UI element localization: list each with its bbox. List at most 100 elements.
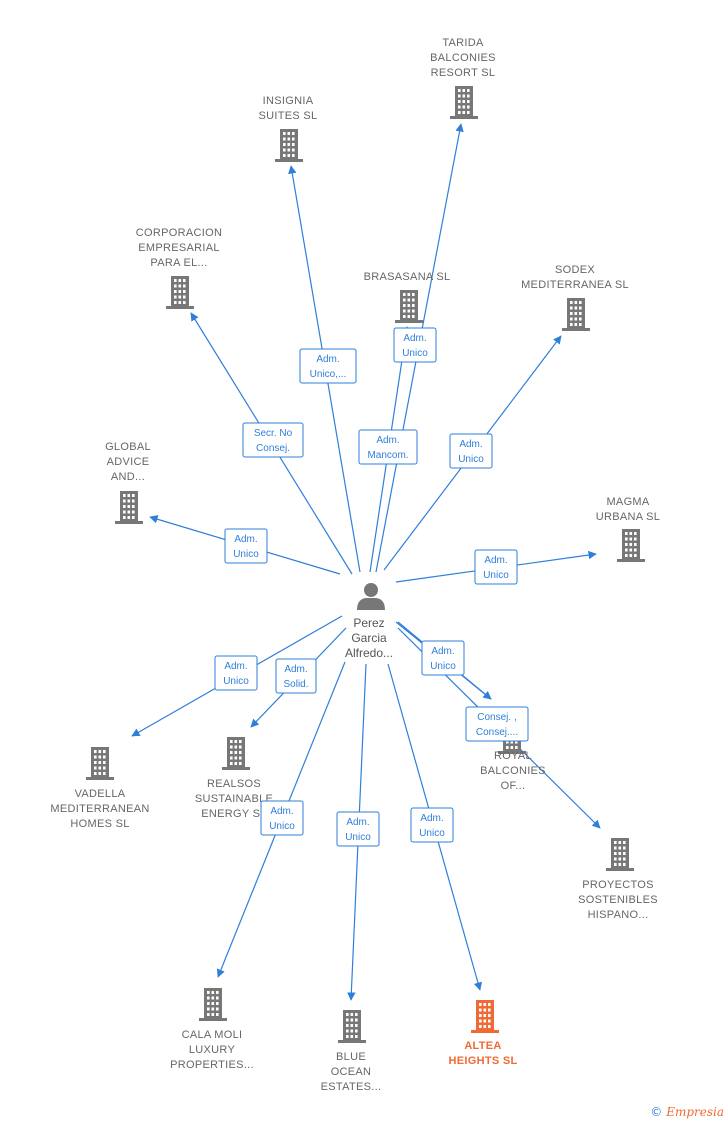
company-label-line: SOSTENIBLES <box>578 894 658 906</box>
company-label-line: URBANA SL <box>596 511 660 523</box>
relation-label-tarida[interactable]: Adm. Unico <box>393 327 437 363</box>
company-label-line: LUXURY <box>189 1044 236 1056</box>
building-icon <box>617 529 645 562</box>
copyright-icon: © <box>650 1105 663 1119</box>
company-label-line: SUSTAINABLE <box>195 793 273 805</box>
relation-label-vadella[interactable]: Adm. Unico <box>214 655 258 691</box>
relation-text: Unico <box>430 661 456 672</box>
building-icon <box>86 747 114 780</box>
company-node-blueocean[interactable]: BLUEOCEANESTATES... <box>321 1010 382 1093</box>
relation-text: Adm. <box>484 555 507 566</box>
building-icon <box>115 491 143 524</box>
relation-text: Unico <box>233 549 259 560</box>
company-node-vadella[interactable]: VADELLA MEDITERRANEAN HOMES SL <box>50 747 149 830</box>
relation-text: Adm. <box>420 813 443 824</box>
building-icon <box>562 298 590 331</box>
relation-label-royal[interactable]: Adm. Unico <box>421 640 465 676</box>
company-node-calamoli[interactable]: CALA MOLILUXURYPROPERTIES... <box>170 988 254 1071</box>
company-label-line: VADELLA <box>75 788 126 800</box>
relation-label-proyectos[interactable]: Consej. , Consej.... <box>465 706 529 742</box>
company-label-line: REALSOS <box>207 778 261 790</box>
relation-label-brasasana[interactable]: Adm.Mancom. <box>358 429 418 465</box>
relation-label-realsos[interactable]: Adm. Solid. <box>275 658 317 694</box>
relation-text: Adm. <box>234 534 257 545</box>
relation-label-magma[interactable]: Adm.Unico <box>474 549 518 585</box>
relation-label-blueocean[interactable]: Adm. Unico <box>336 811 380 847</box>
building-icon <box>275 129 303 162</box>
building-icon <box>199 988 227 1021</box>
building-icon <box>222 737 250 770</box>
relation-text: Unico <box>223 676 249 687</box>
relation-text: Unico,... <box>310 369 347 380</box>
relation-label-sodex[interactable]: Adm. Unico <box>449 433 493 469</box>
company-label-line: BLUE <box>336 1051 366 1063</box>
building-icon <box>606 838 634 871</box>
relation-text: Consej.... <box>476 727 518 738</box>
company-node-magma[interactable]: MAGMA URBANA SL <box>596 496 660 562</box>
company-label-line: BALCONIES <box>480 765 546 777</box>
company-node-realsos[interactable]: REALSOS SUSTAINABLE ENERGY SL <box>195 737 273 820</box>
person-node[interactable]: PerezGarciaAlfredo... <box>345 583 393 660</box>
building-icon <box>395 290 423 323</box>
company-node-altea[interactable]: ALTEA HEIGHTS SL <box>448 1000 517 1067</box>
company-label-line: CALA MOLI <box>182 1029 243 1041</box>
relation-label-altea[interactable]: Adm.Unico <box>410 807 454 843</box>
relation-text: Unico <box>402 348 428 359</box>
person-label-line: Garcia <box>351 631 387 645</box>
company-label-line: HOMES SL <box>70 818 129 830</box>
company-label-line: RESORT SL <box>431 67 496 79</box>
relation-text: Unico <box>269 821 295 832</box>
relation-text: Adm. <box>270 806 293 817</box>
relation-label-insignia[interactable]: Adm. Unico,... <box>299 348 357 384</box>
relation-text: Adm. <box>284 664 307 675</box>
company-label-line: GLOBAL <box>105 441 151 453</box>
company-node-global[interactable]: GLOBALADVICEAND... <box>105 441 151 524</box>
company-label-line: ENERGY SL <box>201 808 266 820</box>
company-label-line: ALTEA <box>464 1040 501 1052</box>
company-label-line: BRASASANA SL <box>364 271 451 283</box>
company-label-line: ADVICE <box>107 456 150 468</box>
relation-label-calamoli[interactable]: Adm. Unico <box>260 800 304 836</box>
company-label-line: INSIGNIA <box>263 95 314 107</box>
company-label-line: OF... <box>501 780 526 792</box>
company-label-line: EMPRESARIAL <box>138 242 220 254</box>
company-label-line: MEDITERRANEAN <box>50 803 149 815</box>
company-label-line: TARIDA <box>442 37 484 49</box>
company-label-line: MAGMA <box>606 496 649 508</box>
building-icon <box>166 276 194 309</box>
relation-text: Consej. , <box>477 712 516 723</box>
building-icon <box>471 1000 499 1033</box>
relation-text: Adm. <box>224 661 247 672</box>
relation-text: Adm. <box>376 435 399 446</box>
company-node-brasasana[interactable]: BRASASANA SL <box>364 271 451 323</box>
relation-label-global[interactable]: Adm. Unico <box>224 528 268 564</box>
company-label-line: MEDITERRANEA SL <box>521 279 629 291</box>
company-node-proyectos[interactable]: PROYECTOSSOSTENIBLESHISPANO... <box>578 838 658 921</box>
relation-text: Unico <box>458 454 484 465</box>
relation-text: Adm. <box>459 439 482 450</box>
relation-text: Adm. <box>431 646 454 657</box>
building-icon <box>338 1010 366 1043</box>
relation-text: Solid. <box>283 679 308 690</box>
brand-logo: Empresia <box>666 1105 724 1119</box>
relation-text: Adm. <box>346 817 369 828</box>
person-label-line: Alfredo... <box>345 646 393 660</box>
company-label-line: HISPANO... <box>588 909 649 921</box>
person-icon <box>357 583 385 610</box>
brand-footer[interactable]: ©Empresia <box>650 1105 724 1119</box>
building-icon <box>450 86 478 119</box>
relation-text: Unico <box>345 832 371 843</box>
company-label-line: ROYAL <box>494 750 532 762</box>
relation-text: Adm. <box>316 354 339 365</box>
relation-text: Consej. <box>256 443 290 454</box>
relation-text: Adm. <box>403 333 426 344</box>
company-label-line: HEIGHTS SL <box>448 1055 517 1067</box>
company-label-line: CORPORACION <box>136 227 222 239</box>
person-label-line: Perez <box>353 616 384 630</box>
